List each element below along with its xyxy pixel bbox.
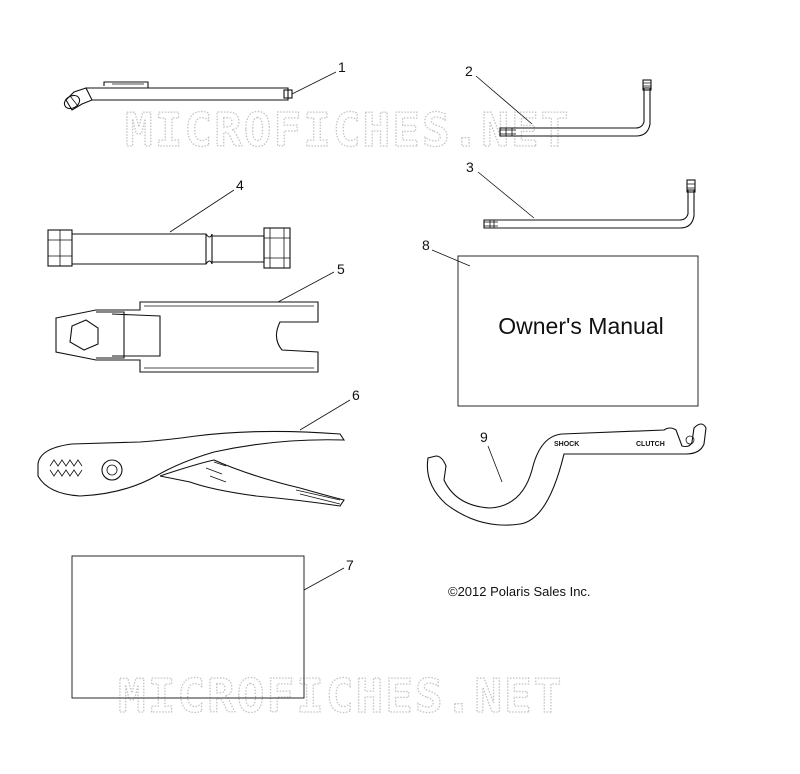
leader-3 <box>477 171 535 219</box>
part-2-hex-key <box>499 79 652 137</box>
clutch-label: CLUTCH <box>636 441 665 448</box>
watermark-top: MICROFICHES.NET <box>125 103 570 157</box>
callout-9: 9 <box>480 429 488 445</box>
watermark-bottom: MICROFICHES.NET <box>118 669 563 723</box>
copyright-text: ©2012 Polaris Sales Inc. <box>448 584 591 599</box>
part-8-owners-manual <box>457 255 699 407</box>
part-5-spanner <box>55 301 319 373</box>
leader-8 <box>431 249 471 267</box>
owners-manual-label: Owner's Manual <box>498 313 663 339</box>
leader-1 <box>291 71 337 95</box>
callout-2: 2 <box>465 63 473 79</box>
callout-8: 8 <box>422 237 430 253</box>
leader-9 <box>487 445 503 483</box>
callout-6: 6 <box>352 387 360 403</box>
part-9-spanner-wrench: SHOCK CLUTCH <box>426 423 707 526</box>
leader-2 <box>475 75 533 125</box>
part-7-card <box>71 555 305 699</box>
callout-1: 1 <box>338 59 346 75</box>
callout-7: 7 <box>346 557 354 573</box>
callout-3: 3 <box>466 159 474 175</box>
callout-4: 4 <box>236 177 244 193</box>
shock-label: SHOCK <box>554 441 579 448</box>
leader-7 <box>303 567 345 591</box>
part-3-hex-key <box>483 179 696 229</box>
part-4-socket-bar <box>47 227 291 269</box>
callout-5: 5 <box>337 261 345 277</box>
part-6-pliers <box>37 430 346 507</box>
leader-6 <box>299 399 351 431</box>
leader-4 <box>169 189 235 233</box>
leader-5 <box>277 271 335 303</box>
part-1-tool <box>63 81 293 111</box>
